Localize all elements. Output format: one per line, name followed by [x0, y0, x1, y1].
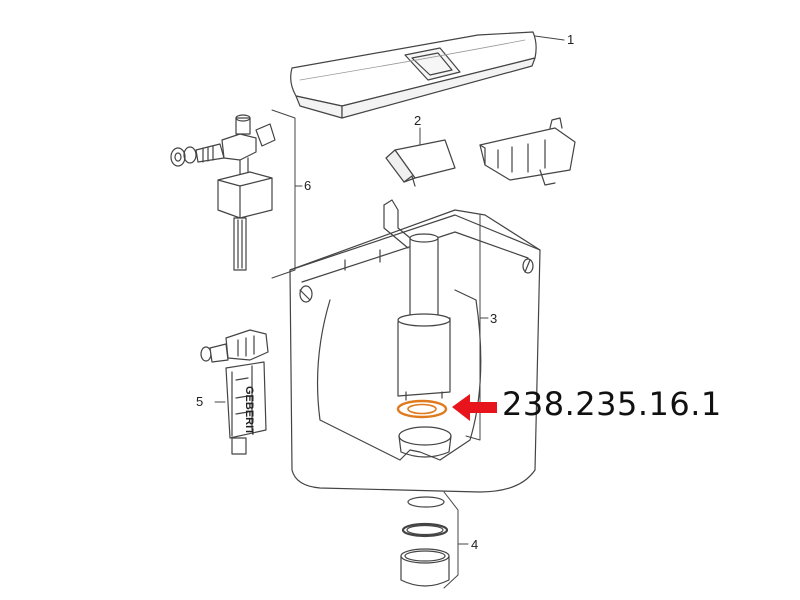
flush-mechanism — [383, 199, 451, 401]
brand-label: GEBERIT — [243, 386, 255, 435]
callout-2: 2 — [414, 113, 422, 128]
outlet-cup — [398, 426, 452, 458]
cistern-lid — [290, 31, 537, 119]
highlight-seal-ring — [396, 399, 448, 419]
bracket — [479, 117, 576, 186]
leader-lines — [214, 35, 565, 589]
gasket-set-4 — [400, 496, 450, 587]
clip-cover — [385, 139, 456, 187]
part-number-label: 238.235.16.1 — [502, 385, 722, 423]
callout-3: 3 — [490, 311, 498, 326]
fill-valve-6 — [170, 114, 276, 271]
callout-4: 4 — [471, 537, 479, 552]
fill-valve-5 — [200, 329, 269, 455]
red-arrow — [452, 394, 497, 421]
callout-6: 6 — [304, 178, 312, 193]
callout-1: 1 — [567, 32, 575, 47]
callout-5: 5 — [196, 394, 204, 409]
